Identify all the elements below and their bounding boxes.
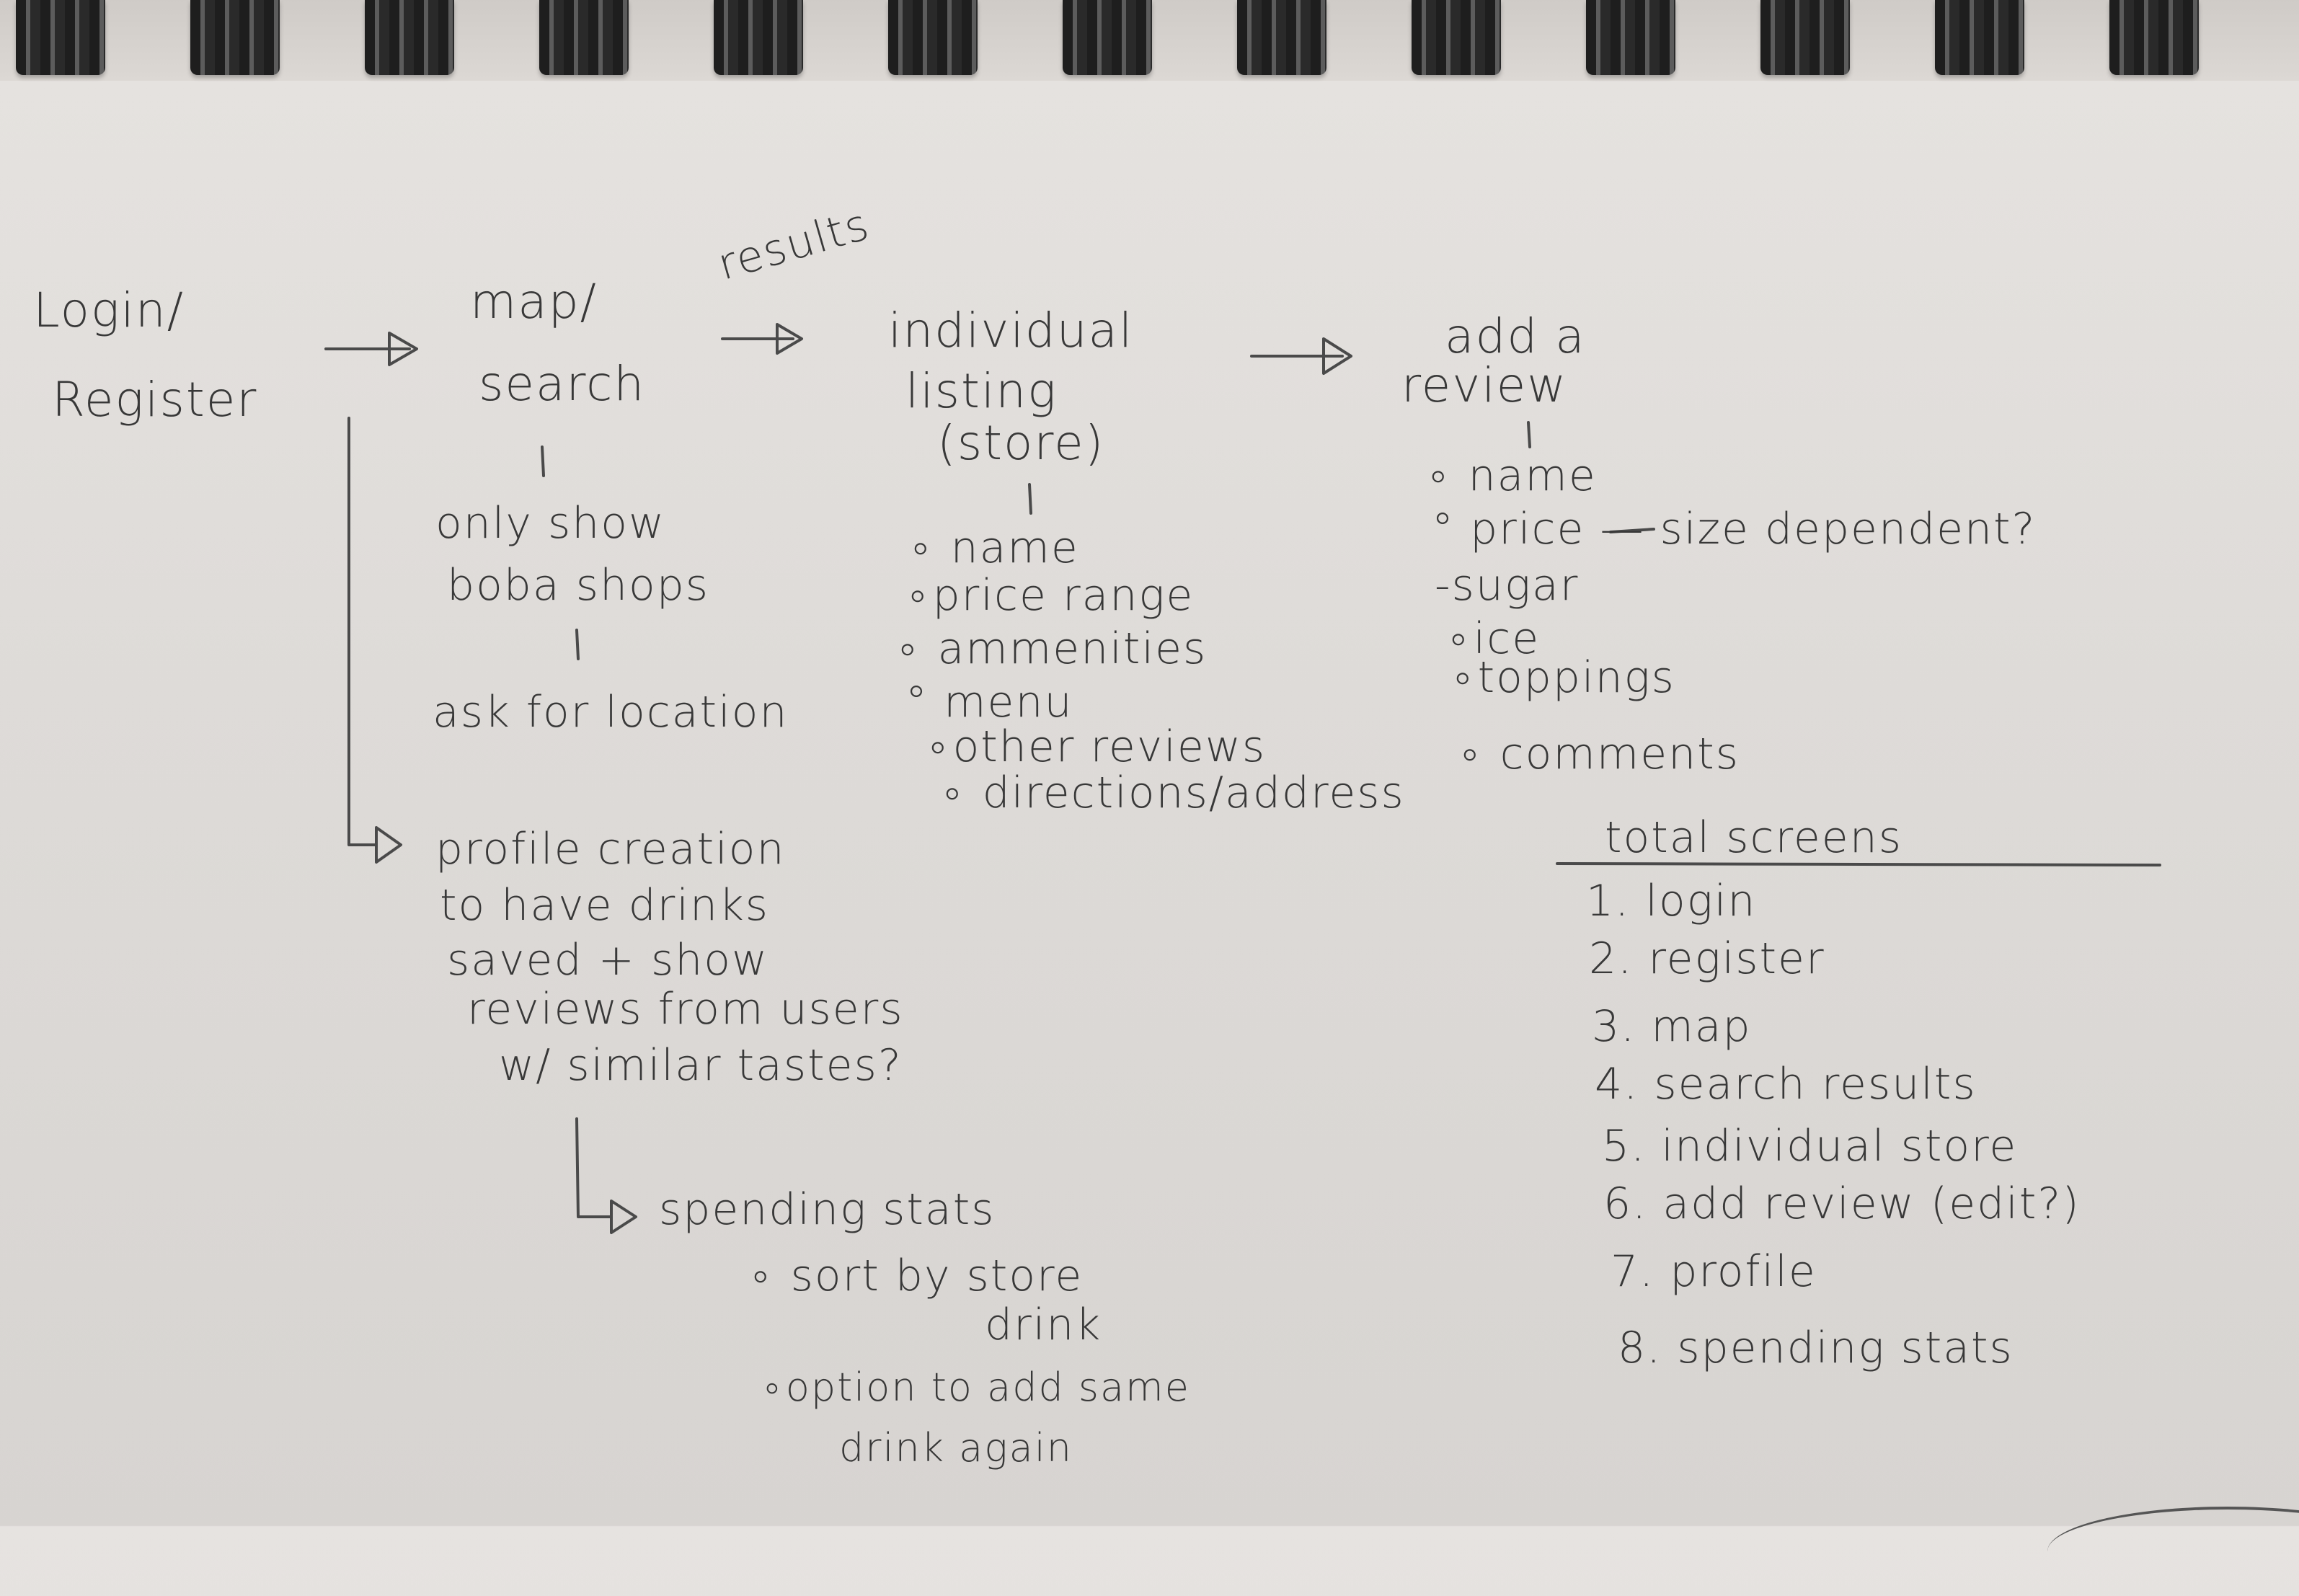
individual-listing-label: individual bbox=[888, 303, 1134, 358]
total-screens-heading: total screens bbox=[1605, 812, 1902, 863]
spiral-coil bbox=[1760, 0, 1850, 75]
notebook-page: Login/ Register map/ search results indi… bbox=[0, 0, 2299, 1509]
review-item: ∘ name bbox=[1425, 451, 1597, 501]
spending-sort: ∘ sort by store bbox=[747, 1251, 1084, 1301]
screen-list-item: 4. search results bbox=[1595, 1059, 1977, 1109]
spiral-coil bbox=[1412, 0, 1501, 75]
add-review-label: review bbox=[1401, 358, 1568, 413]
arrow-login-to-profile bbox=[347, 417, 378, 846]
spiral-coil bbox=[1063, 0, 1152, 75]
spiral-coil bbox=[190, 0, 280, 75]
screen-list-item: 3. map bbox=[1592, 1001, 1752, 1052]
map-note: boba shops bbox=[447, 560, 710, 611]
spiral-coil bbox=[16, 0, 105, 75]
spiral-coil bbox=[1935, 0, 2024, 75]
map-note: ask for location bbox=[433, 687, 789, 737]
review-item: ∘ice bbox=[1445, 613, 1541, 664]
tick-map bbox=[541, 445, 545, 477]
price-dash bbox=[1609, 528, 1655, 533]
total-screens-underline bbox=[1556, 862, 2161, 866]
listing-item: ∘ directions/address bbox=[939, 768, 1405, 818]
tick-review bbox=[1527, 421, 1531, 448]
screen-list-item: 7. profile bbox=[1611, 1246, 1817, 1297]
listing-item: ° menu bbox=[905, 677, 1073, 727]
spiral-coil bbox=[1586, 0, 1675, 75]
spiral-coil bbox=[2109, 0, 2199, 75]
tick-boba bbox=[575, 629, 580, 660]
spending-sort-option: drink bbox=[985, 1300, 1102, 1350]
arrow-profile-to-spending bbox=[575, 1117, 613, 1218]
screen-list-item: 6. add review (edit?) bbox=[1603, 1179, 2081, 1229]
login-register-label: Login/ bbox=[33, 283, 185, 338]
profile-note: to have drinks bbox=[440, 880, 770, 931]
profile-note: saved + show bbox=[447, 935, 769, 985]
review-item: ∘ comments bbox=[1456, 729, 1740, 779]
flow-connectors bbox=[324, 323, 2161, 1234]
arrowhead bbox=[388, 332, 418, 366]
individual-listing-label: (store) bbox=[937, 415, 1105, 471]
spiral-coil bbox=[365, 0, 454, 75]
spiral-coil bbox=[1237, 0, 1326, 75]
screen-list-item: 5. individual store bbox=[1602, 1121, 2018, 1171]
spending-option: ∘option to add same bbox=[760, 1365, 1190, 1410]
arrowhead bbox=[610, 1200, 637, 1234]
map-search-label: map/ bbox=[470, 274, 598, 329]
arrowhead bbox=[375, 826, 402, 864]
listing-item: ∘price range bbox=[904, 570, 1195, 621]
page-edge-curve bbox=[2047, 1507, 2299, 1596]
map-search-label: search bbox=[479, 356, 646, 412]
screen-list-item: 1. login bbox=[1586, 876, 1757, 926]
screen-list-item: 8. spending stats bbox=[1618, 1323, 2014, 1373]
review-item: ∘toppings bbox=[1449, 652, 1675, 703]
add-review-label: add a bbox=[1445, 309, 1586, 364]
listing-item: ∘other reviews bbox=[924, 722, 1267, 772]
listing-item: ∘ ammenities bbox=[894, 624, 1208, 674]
spiral-coil bbox=[888, 0, 978, 75]
arrowhead bbox=[776, 323, 803, 355]
map-note: only show bbox=[435, 498, 666, 549]
profile-note: reviews from users bbox=[467, 984, 904, 1034]
listing-item: ∘ name bbox=[907, 523, 1079, 573]
spending-stats-title: spending stats bbox=[659, 1184, 996, 1235]
spiral-coil bbox=[714, 0, 803, 75]
review-item: ° price — size dependent? bbox=[1432, 504, 2037, 554]
profile-note: w/ similar tastes? bbox=[499, 1040, 903, 1091]
tick-listing bbox=[1028, 483, 1032, 515]
arrowhead bbox=[1322, 337, 1352, 375]
spiral-coil bbox=[539, 0, 629, 75]
individual-listing-label: listing bbox=[905, 363, 1058, 419]
profile-note: profile creation bbox=[435, 824, 786, 874]
review-item: -sugar bbox=[1435, 560, 1580, 611]
spending-option: drink again bbox=[839, 1425, 1073, 1471]
login-register-label: Register bbox=[52, 372, 258, 427]
screen-list-item: 2. register bbox=[1589, 934, 1825, 984]
spiral-binding bbox=[0, 0, 2299, 81]
